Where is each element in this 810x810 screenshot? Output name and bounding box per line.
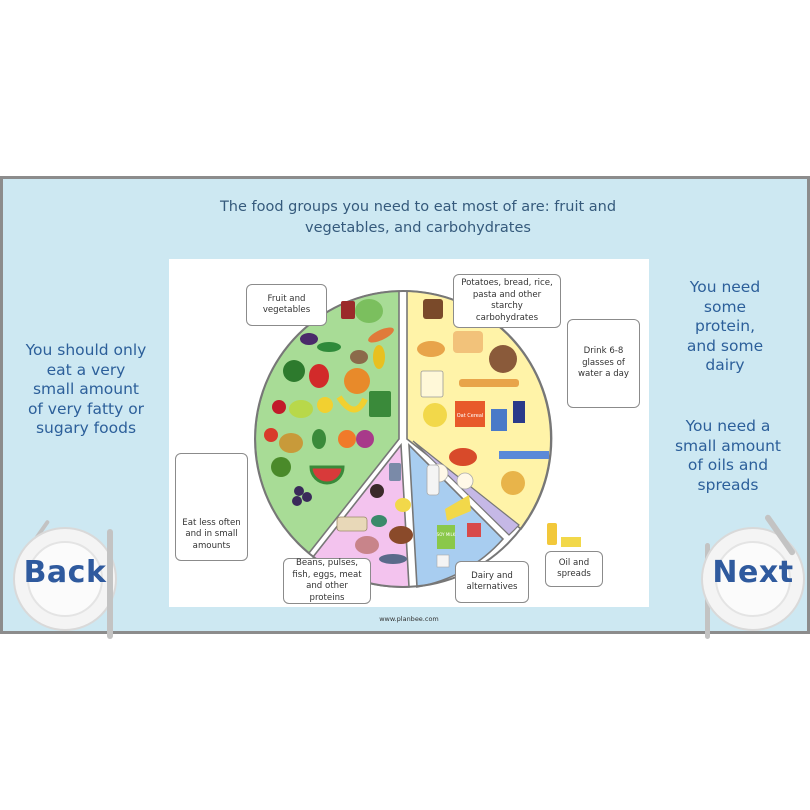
carbs-label: Potatoes, bread, rice, pasta and other s… xyxy=(453,274,561,328)
cereal-box-label: Oat Cereal xyxy=(457,413,484,419)
fatty-sugary-advice: You should only eat a very small amount … xyxy=(25,341,147,437)
fruit-veg-label: Fruit and vegetables xyxy=(246,284,327,326)
dairy-label: Dairy and alternatives xyxy=(455,561,529,603)
website-credit: www.planbee.com xyxy=(379,615,439,623)
next-button[interactable]: Next xyxy=(693,513,810,639)
knife-icon xyxy=(107,529,113,639)
oil-label: Oil and spreads xyxy=(545,551,603,587)
water-label: Drink 6-8 glasses of water a day xyxy=(567,319,640,408)
eatwell-guide: Oat Cereal xyxy=(169,259,649,623)
back-button-label: Back xyxy=(23,555,107,590)
fruit-veg-items xyxy=(264,299,394,506)
protein-label: Beans, pulses, fish, eggs, meat and othe… xyxy=(283,558,371,604)
eatwell-plate-illustration: Oat Cereal xyxy=(188,290,607,588)
next-button-label: Next xyxy=(712,555,794,590)
slide-heading: The food groups you need to eat most of … xyxy=(219,199,617,236)
protein-items xyxy=(336,463,413,564)
oil-items xyxy=(547,523,581,547)
slide: The food groups you need to eat most of … xyxy=(0,176,810,639)
treats-label: Eat less often and in small amounts xyxy=(175,453,248,561)
dairy-items: SOY MILK xyxy=(426,464,481,568)
carbs-items: Oat Cereal xyxy=(417,299,549,495)
soy-milk-label: SOY MILK xyxy=(437,532,456,537)
protein-dairy-advice: You need some protein, and some dairy xyxy=(686,278,764,374)
back-button[interactable]: Back xyxy=(5,519,125,639)
oils-spreads-advice: You need a small amount of oils and spre… xyxy=(674,417,782,494)
